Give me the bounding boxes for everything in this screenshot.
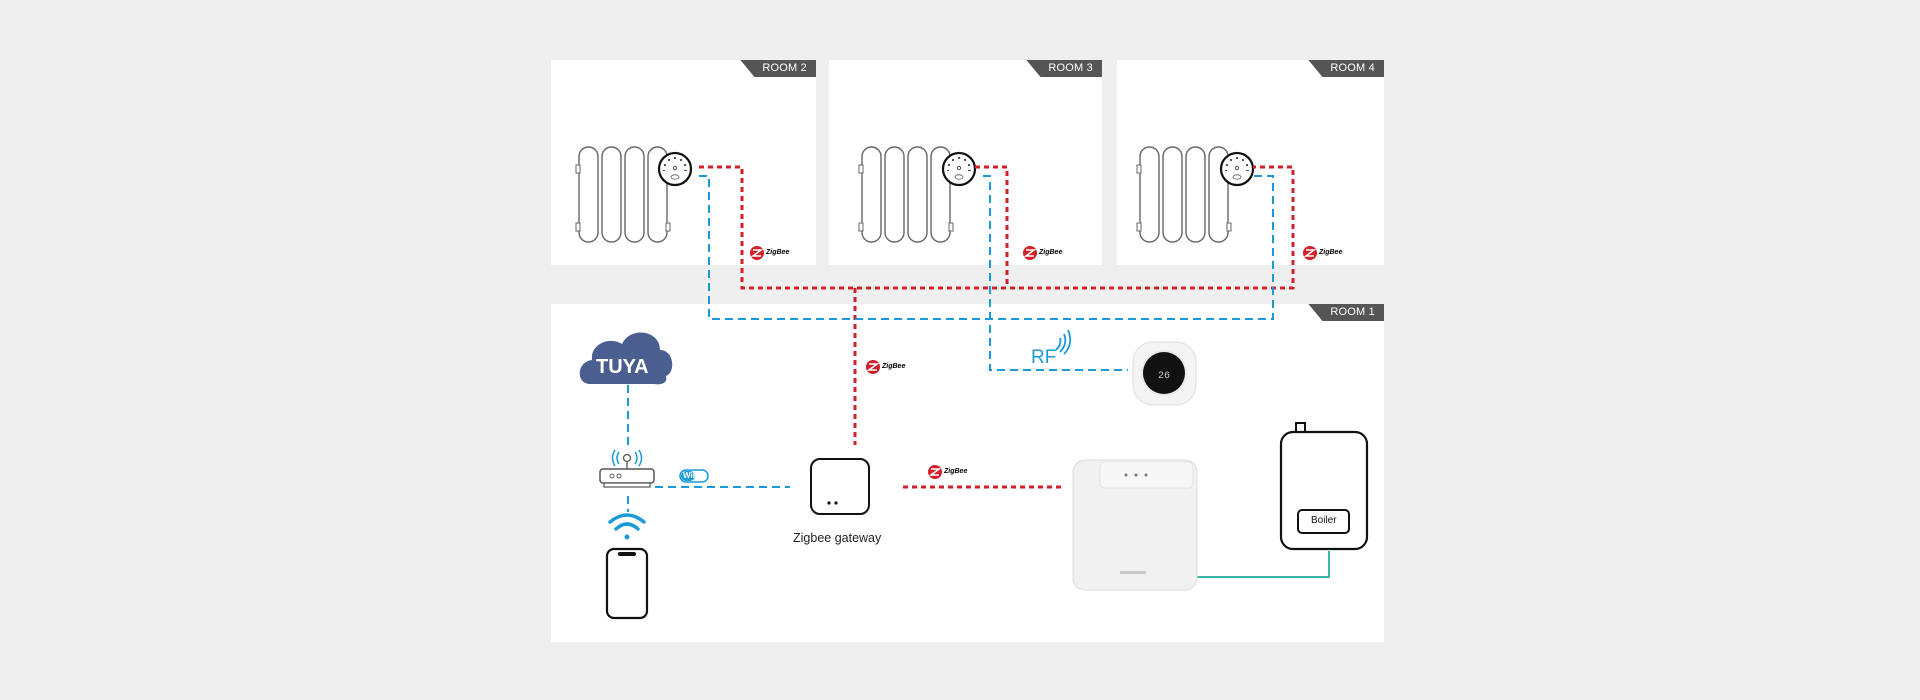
zigbee-badge-label: ZigBee [766,249,790,256]
room-1-tag: ROOM 1 [1308,304,1384,321]
wifi-signal-icon [608,513,646,540]
radiator-room-3 [858,146,954,243]
cloud-label: TUYA [596,356,649,378]
room-4-tag: ROOM 4 [1308,60,1384,77]
boiler-label: Boiler [1311,515,1337,526]
trv-room-3[interactable] [941,151,977,187]
room-2-tag: ROOM 2 [740,60,816,77]
rf-wifi-links [627,175,1274,512]
wifi-badge-label: WiFi [683,471,700,480]
room-3-tag: ROOM 3 [1026,60,1102,77]
zigbee-badge-label: ZigBee [944,468,968,475]
trv-room-4[interactable] [1219,151,1255,187]
zigbee-logo-icon [1022,245,1038,261]
wifi-badge-icon [679,469,709,483]
rf-label: RF [1031,347,1057,368]
radiator-room-2 [575,146,671,243]
router-icon[interactable] [599,449,655,488]
boiler-device [1279,422,1369,551]
smartphone-icon[interactable] [605,547,649,620]
boiler-wire [1197,551,1330,578]
zigbee-badge-label: ZigBee [1319,249,1343,256]
rf-signal-icon [1055,329,1072,355]
radiator-room-4 [1136,146,1232,243]
boiler-receiver-device[interactable] [1072,459,1198,591]
zigbee-logo-icon [749,245,765,261]
svg-text:26: 26 [1158,371,1170,382]
zigbee-logo-icon [865,359,881,375]
zigbee-logo-icon [1302,245,1318,261]
zigbee-gateway-device[interactable] [810,458,870,515]
zigbee-links [699,165,1295,489]
cloud-icon [579,332,673,385]
zigbee-badge-label: ZigBee [882,363,906,370]
zigbee-badge-label: ZigBee [1039,249,1063,256]
wall-thermostat-device[interactable]: 26 [1132,341,1197,406]
zigbee-logo-icon [927,464,943,480]
trv-room-2[interactable] [657,151,693,187]
gateway-label: Zigbee gateway [793,531,882,545]
